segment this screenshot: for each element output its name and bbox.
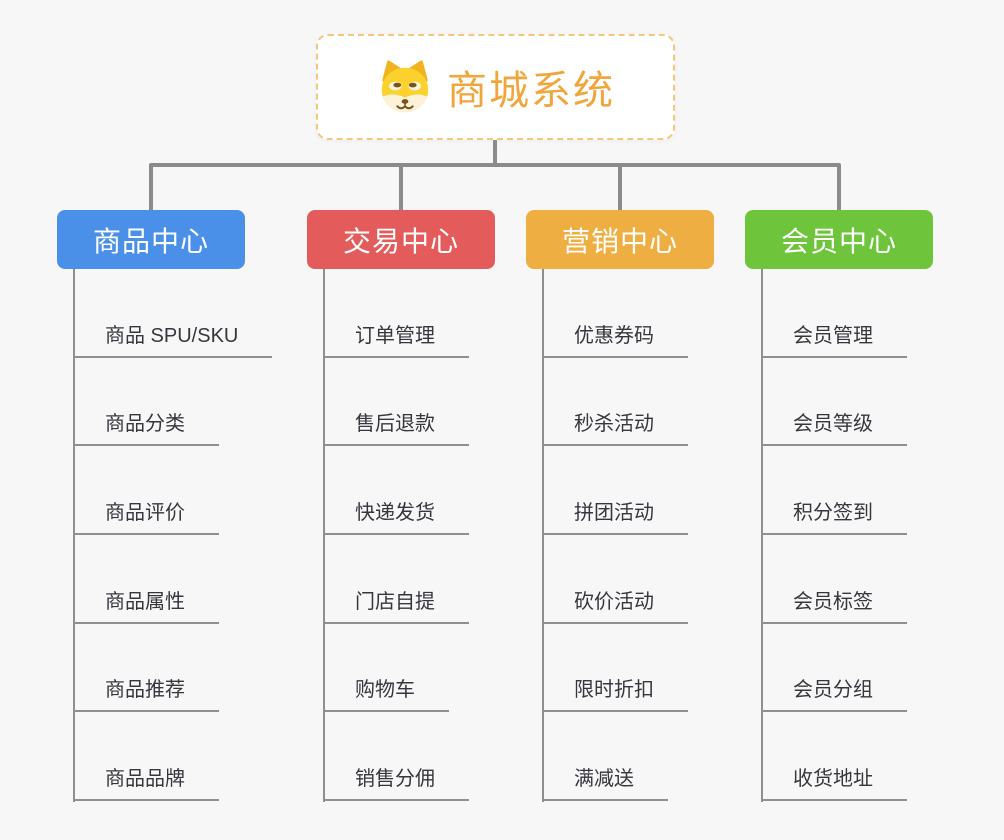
- leaf-row: 商品推荐: [73, 624, 303, 713]
- leaf-item-member-center-4[interactable]: 会员分组: [761, 679, 907, 713]
- leaf-column-trade-center: 订单管理售后退款快递发货门店自提购物车销售分佣: [323, 269, 553, 802]
- leaf-row: 会员分组: [761, 624, 991, 713]
- column-connector-line: [323, 269, 325, 802]
- branch-box-product-center[interactable]: 商品中心: [57, 210, 245, 269]
- leaf-item-trade-center-5[interactable]: 销售分佣: [323, 768, 469, 802]
- leaf-column-marketing-center: 优惠券码秒杀活动拼团活动砍价活动限时折扣满减送: [542, 269, 772, 802]
- leaf-row: 门店自提: [323, 535, 553, 624]
- leaf-item-product-center-1[interactable]: 商品分类: [73, 413, 219, 447]
- leaf-item-marketing-center-1[interactable]: 秒杀活动: [542, 413, 688, 447]
- leaf-column-product-center: 商品 SPU/SKU 商品分类商品评价商品属性商品推荐商品品牌: [73, 269, 303, 802]
- leaf-row: 商品品牌: [73, 712, 303, 802]
- leaf-item-product-center-5[interactable]: 商品品牌: [73, 768, 219, 802]
- column-connector-line: [73, 269, 75, 802]
- root-node[interactable]: 商城系统: [316, 34, 675, 140]
- leaf-item-marketing-center-2[interactable]: 拼团活动: [542, 502, 688, 536]
- leaf-row: 订单管理: [323, 269, 553, 358]
- leaf-row: 会员标签: [761, 535, 991, 624]
- leaf-row: 会员等级: [761, 358, 991, 447]
- column-connector-line: [761, 269, 763, 802]
- root-title: 商城系统: [447, 69, 615, 113]
- leaf-row: 商品评价: [73, 446, 303, 536]
- branch-label: 交易中心: [342, 225, 459, 257]
- branch-drop-line-trade-center: [399, 165, 403, 210]
- leaf-item-trade-center-2[interactable]: 快递发货: [323, 502, 469, 536]
- leaf-column-member-center: 会员管理会员等级积分签到会员标签会员分组收货地址: [761, 269, 991, 802]
- leaf-item-product-center-4[interactable]: 商品推荐: [73, 679, 219, 713]
- leaf-item-trade-center-3[interactable]: 门店自提: [323, 591, 469, 624]
- branch-label: 营销中心: [561, 225, 678, 257]
- branch-box-member-center[interactable]: 会员中心: [745, 210, 933, 269]
- branch-drop-line-member-center: [837, 165, 841, 210]
- leaf-item-trade-center-0[interactable]: 订单管理: [323, 325, 469, 358]
- leaf-row: 砍价活动: [542, 535, 772, 624]
- leaf-row: 优惠券码: [542, 269, 772, 358]
- leaf-item-member-center-5[interactable]: 收货地址: [761, 768, 907, 802]
- bus-connector-line: [149, 163, 841, 167]
- leaf-row: 销售分佣: [323, 712, 553, 802]
- branch-label: 商品中心: [92, 225, 209, 257]
- branch-drop-line-product-center: [149, 165, 153, 210]
- leaf-item-marketing-center-0[interactable]: 优惠券码: [542, 325, 688, 358]
- leaf-row: 快递发货: [323, 446, 553, 536]
- leaf-row: 满减送: [542, 712, 772, 802]
- leaf-row: 商品属性: [73, 535, 303, 624]
- leaf-row: 购物车: [323, 624, 553, 713]
- trunk-connector-line: [493, 140, 497, 167]
- branch-drop-line-marketing-center: [618, 165, 622, 210]
- leaf-item-marketing-center-4[interactable]: 限时折扣: [542, 679, 688, 713]
- column-connector-line: [542, 269, 544, 802]
- leaf-item-marketing-center-5[interactable]: 满减送: [542, 768, 668, 802]
- leaf-item-product-center-3[interactable]: 商品属性: [73, 591, 219, 624]
- leaf-item-product-center-2[interactable]: 商品评价: [73, 502, 219, 536]
- leaf-row: 秒杀活动: [542, 358, 772, 447]
- leaf-row: 商品分类: [73, 358, 303, 447]
- leaf-row: 收货地址: [761, 712, 991, 802]
- leaf-item-product-center-0[interactable]: 商品 SPU/SKU: [73, 325, 273, 358]
- leaf-row: 拼团活动: [542, 446, 772, 536]
- leaf-row: 会员管理: [761, 269, 991, 358]
- leaf-row: 积分签到: [761, 446, 991, 536]
- leaf-row: 售后退款: [323, 358, 553, 447]
- leaf-item-member-center-0[interactable]: 会员管理: [761, 325, 907, 358]
- leaf-item-trade-center-4[interactable]: 购物车: [323, 679, 449, 713]
- leaf-item-trade-center-1[interactable]: 售后退款: [323, 413, 469, 447]
- branch-label: 会员中心: [780, 225, 897, 257]
- leaf-row: 商品 SPU/SKU: [73, 269, 303, 358]
- shiba-dog-icon: [381, 60, 429, 113]
- leaf-item-member-center-2[interactable]: 积分签到: [761, 502, 907, 536]
- leaf-item-marketing-center-3[interactable]: 砍价活动: [542, 591, 688, 624]
- leaf-item-member-center-1[interactable]: 会员等级: [761, 413, 907, 447]
- branch-box-trade-center[interactable]: 交易中心: [307, 210, 495, 269]
- branch-box-marketing-center[interactable]: 营销中心: [526, 210, 714, 269]
- leaf-item-member-center-3[interactable]: 会员标签: [761, 591, 907, 624]
- leaf-row: 限时折扣: [542, 624, 772, 713]
